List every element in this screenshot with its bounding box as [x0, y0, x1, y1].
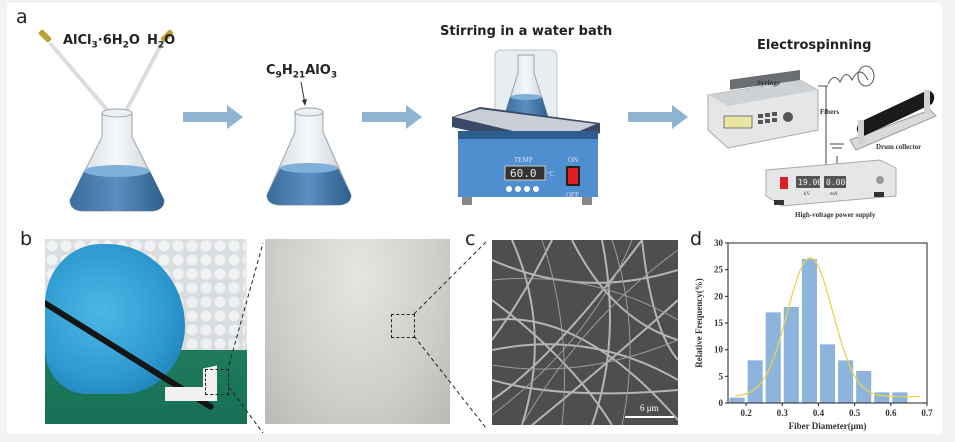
- sem-image: 6 μm: [492, 240, 678, 425]
- y-tick-label: 10: [714, 345, 724, 355]
- x-tick-label: 0.6: [885, 408, 897, 418]
- histogram-bar: [874, 392, 890, 403]
- gaussian-fit-curve: [735, 257, 920, 398]
- temp-label: TEMP: [514, 156, 533, 164]
- panel-label-c: c: [465, 228, 476, 250]
- histogram-bar: [747, 360, 763, 403]
- y-tick-label: 30: [714, 238, 724, 248]
- panel-label-d: d: [690, 228, 703, 250]
- drum-collector-label: Drum collector: [876, 143, 922, 151]
- zoom-box-membrane: [391, 314, 415, 338]
- histogram-bar: [892, 392, 908, 403]
- y-tick-label: 0: [719, 398, 724, 408]
- histogram-bar: [819, 344, 836, 403]
- step-title-electrospinning: Electrospinning: [757, 38, 872, 53]
- y-tick-label: 20: [714, 291, 724, 301]
- on-label: ON: [568, 156, 578, 164]
- fibers-label: Fibers: [820, 108, 840, 116]
- off-label: OFF: [566, 191, 579, 199]
- panel-label-a: a: [16, 6, 28, 28]
- histogram-bar: [801, 259, 817, 403]
- zoom-connector-b: [228, 242, 264, 434]
- syringe-label: Syringe: [757, 79, 780, 87]
- x-tick-label: 0.2: [740, 408, 752, 418]
- water-bath-illustration: TEMP 60.0 °C ON OFF: [452, 49, 600, 205]
- flask-illustration: [266, 81, 352, 206]
- ma-display: 0.00: [826, 178, 845, 187]
- pointer-arrow-icon: [302, 99, 307, 106]
- kv-unit: kV: [804, 192, 811, 197]
- ma-unit: mA: [830, 192, 838, 197]
- membrane-closeup-photo: [265, 239, 450, 424]
- histogram-bar: [838, 360, 854, 403]
- pipette-left-icon: [38, 29, 110, 113]
- histogram-bar: [729, 397, 745, 403]
- hv-switch-icon: [780, 177, 788, 189]
- y-tick-label: 15: [714, 318, 724, 328]
- zoom-connector-c: [413, 241, 487, 429]
- zoom-box-b: [205, 369, 229, 395]
- y-tick-label: 25: [714, 265, 724, 275]
- temp-unit: °C: [547, 170, 555, 178]
- y-axis-label: Relative Frequency(%): [694, 278, 704, 368]
- sem-fibers: 6 μm: [492, 240, 678, 425]
- kv-display: 19.00: [798, 178, 822, 187]
- temperature-display: 60.0: [510, 167, 537, 180]
- membrane-photo: [45, 239, 247, 424]
- step-title-water-bath: Stirring in a water bath: [440, 24, 613, 39]
- x-tick-label: 0.5: [849, 408, 861, 418]
- y-tick-label: 5: [719, 371, 724, 381]
- x-tick-label: 0.7: [921, 408, 933, 418]
- power-supply-label: High-voltage power supply: [795, 211, 876, 219]
- reagent-alcl3-label: AlCl3·6H2O: [63, 33, 140, 51]
- power-switch-icon: [568, 168, 578, 184]
- process-arrow-2: [362, 105, 422, 129]
- pipette-right-icon: [124, 29, 174, 112]
- reagent-water-label: H2O: [147, 33, 176, 51]
- panel-label-b: b: [20, 228, 33, 250]
- scale-bar-label: 6 μm: [640, 403, 659, 413]
- reagent-aluminum-isopropoxide-label: C9H21AlO3: [266, 63, 338, 81]
- histogram-bar: [783, 307, 799, 403]
- process-arrow-1: [183, 105, 243, 129]
- x-tick-label: 0.3: [777, 408, 789, 418]
- x-axis-label: Fiber Diameter(μm): [789, 421, 867, 431]
- process-arrow-3: [628, 105, 688, 129]
- flask-with-pipettes-illustration: [38, 29, 174, 212]
- x-tick-label: 0.4: [813, 408, 825, 418]
- fiber-diameter-histogram: 0.2 0.3 0.4 0.5 0.6 0.7 0 5 10 15 20 25 30 Fiber Di…: [694, 238, 933, 431]
- electrospinning-setup-illustration: 19.00 0.00 kV mA: [707, 65, 937, 207]
